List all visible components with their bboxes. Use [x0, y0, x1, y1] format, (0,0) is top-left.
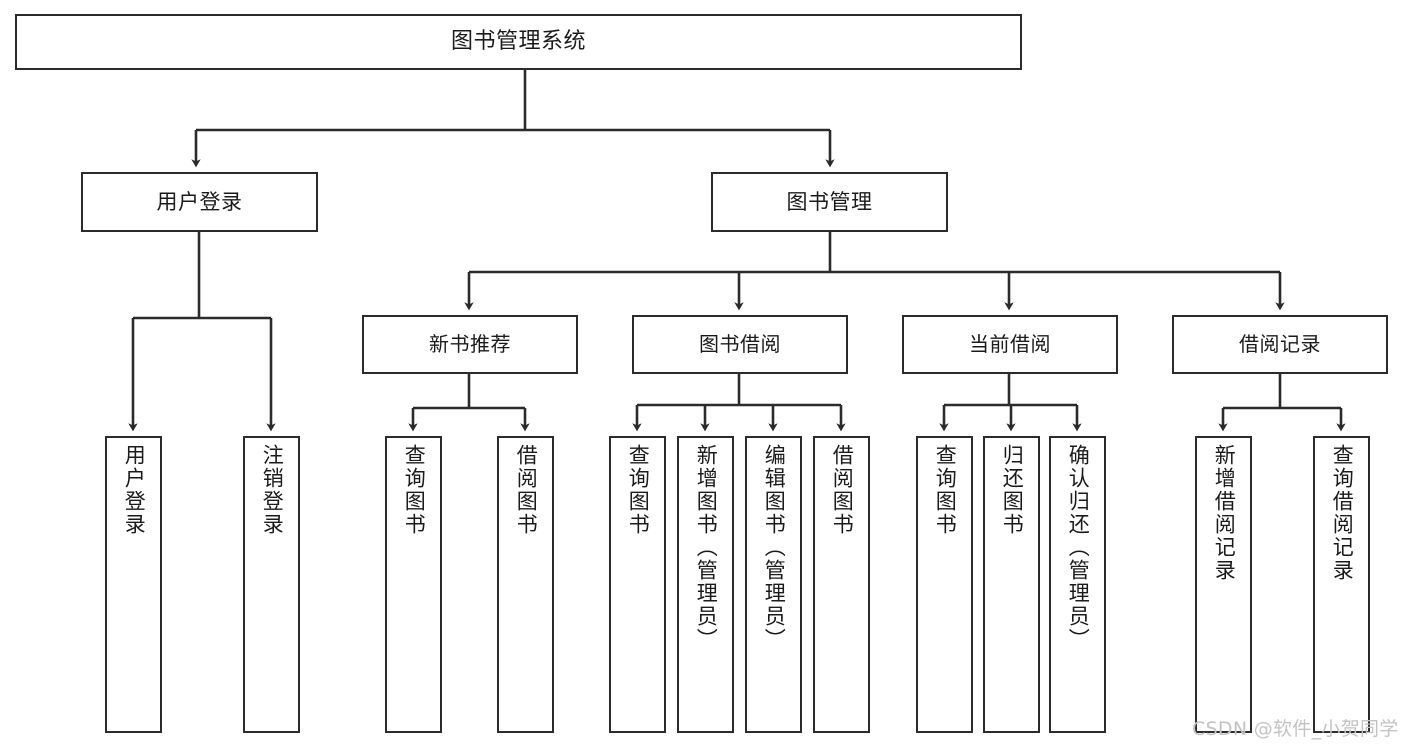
- node-label: 查询借阅记录: [1330, 444, 1355, 582]
- leaf-confirm-return-admin[interactable]: 确认归还（管理员）: [1049, 436, 1106, 733]
- leaf-query-book-recommend[interactable]: 查询图书: [385, 436, 442, 733]
- node-book-management[interactable]: 图书管理: [711, 172, 948, 232]
- node-current-borrow[interactable]: 当前借阅: [902, 315, 1118, 374]
- node-label: 编辑图书（管理员）: [762, 444, 787, 651]
- csdn-watermark: CSDN @软件_小贺同学: [1192, 718, 1399, 740]
- leaf-query-book-current[interactable]: 查询图书: [916, 436, 973, 733]
- leaf-query-borrow-record[interactable]: 查询借阅记录: [1313, 436, 1370, 733]
- node-label: 注销登录: [260, 444, 285, 536]
- node-label: 图书管理: [786, 189, 873, 214]
- node-new-book-recommend[interactable]: 新书推荐: [362, 315, 578, 374]
- node-label: 新增借阅记录: [1212, 444, 1237, 582]
- node-label: 新书推荐: [429, 331, 511, 356]
- node-label: 借阅图书: [830, 444, 855, 536]
- node-label: 图书借阅: [699, 331, 781, 356]
- node-book-borrow[interactable]: 图书借阅: [632, 315, 848, 374]
- leaf-add-borrow-record[interactable]: 新增借阅记录: [1195, 436, 1252, 733]
- node-label: 查询图书: [402, 444, 427, 536]
- node-root-system[interactable]: 图书管理系统: [15, 14, 1022, 70]
- node-label: 查询图书: [626, 444, 651, 536]
- node-label: 用户登录: [122, 444, 147, 536]
- node-label: 当前借阅: [969, 331, 1051, 356]
- leaf-borrow-book[interactable]: 借阅图书: [813, 436, 870, 733]
- node-label: 借阅图书: [514, 444, 539, 536]
- leaf-query-book-borrow[interactable]: 查询图书: [609, 436, 666, 733]
- node-label: 归还图书: [1000, 444, 1025, 536]
- leaf-user-logout[interactable]: 注销登录: [243, 436, 300, 733]
- leaf-borrow-book-recommend[interactable]: 借阅图书: [497, 436, 554, 733]
- leaf-add-book-admin[interactable]: 新增图书（管理员）: [677, 436, 734, 733]
- leaf-return-book[interactable]: 归还图书: [983, 436, 1040, 733]
- node-label: 查询图书: [933, 444, 958, 536]
- node-label: 确认归还（管理员）: [1066, 444, 1091, 651]
- node-label: 用户登录: [156, 189, 243, 214]
- node-borrow-record[interactable]: 借阅记录: [1172, 315, 1388, 374]
- leaf-user-login[interactable]: 用户登录: [105, 436, 162, 733]
- leaf-edit-book-admin[interactable]: 编辑图书（管理员）: [745, 436, 802, 733]
- node-user-login[interactable]: 用户登录: [81, 172, 318, 232]
- node-label: 借阅记录: [1239, 331, 1321, 356]
- node-label: 图书管理系统: [450, 29, 586, 55]
- node-label: 新增图书（管理员）: [694, 444, 719, 651]
